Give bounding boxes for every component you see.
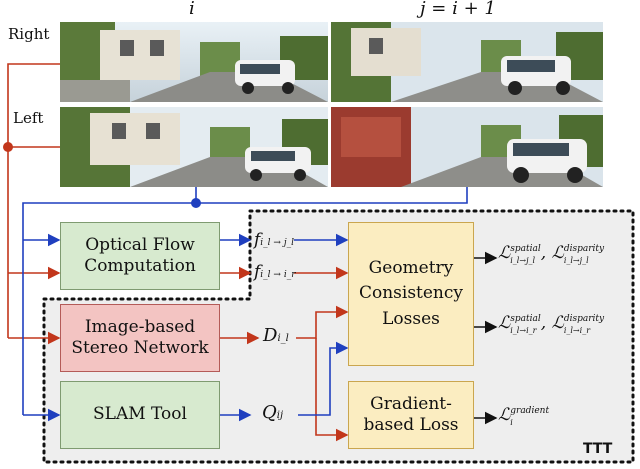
column-header-i: i — [189, 0, 195, 19]
gradient-loss-box: Gradient- based Loss — [348, 381, 474, 449]
geometry-consistency-box: Geometry Consistency Losses — [348, 222, 474, 366]
stereo-network-box: Image-based Stereo Network — [60, 304, 220, 372]
slam-tool-box: SLAM Tool — [60, 381, 220, 449]
column-header-j: j = i + 1 — [420, 0, 496, 19]
slam-tool-label: SLAM Tool — [93, 404, 187, 425]
row-label-right: Right — [8, 25, 50, 43]
photo-left-j — [331, 107, 603, 187]
photo-right-i — [60, 22, 328, 102]
symbol-f-il-jl: fi_l → j_l — [254, 230, 294, 250]
symbol-Q: Qij — [262, 402, 284, 423]
photo-left-i — [60, 107, 328, 187]
symbol-D: Di_l — [263, 325, 289, 346]
optical-flow-label: Optical Flow Computation — [84, 234, 196, 276]
geometry-consistency-label: Geometry Consistency Losses — [358, 257, 464, 329]
optical-flow-box: Optical Flow Computation — [60, 222, 220, 290]
ttt-label: TTT — [583, 441, 613, 457]
stereo-network-label: Image-based Stereo Network — [71, 316, 209, 358]
photo-right-j — [331, 22, 603, 102]
row-label-left: Left — [13, 109, 44, 127]
symbol-f-il-ir: fi_l → i_r — [254, 262, 296, 282]
gradient-loss-label: Gradient- based Loss — [363, 393, 459, 435]
